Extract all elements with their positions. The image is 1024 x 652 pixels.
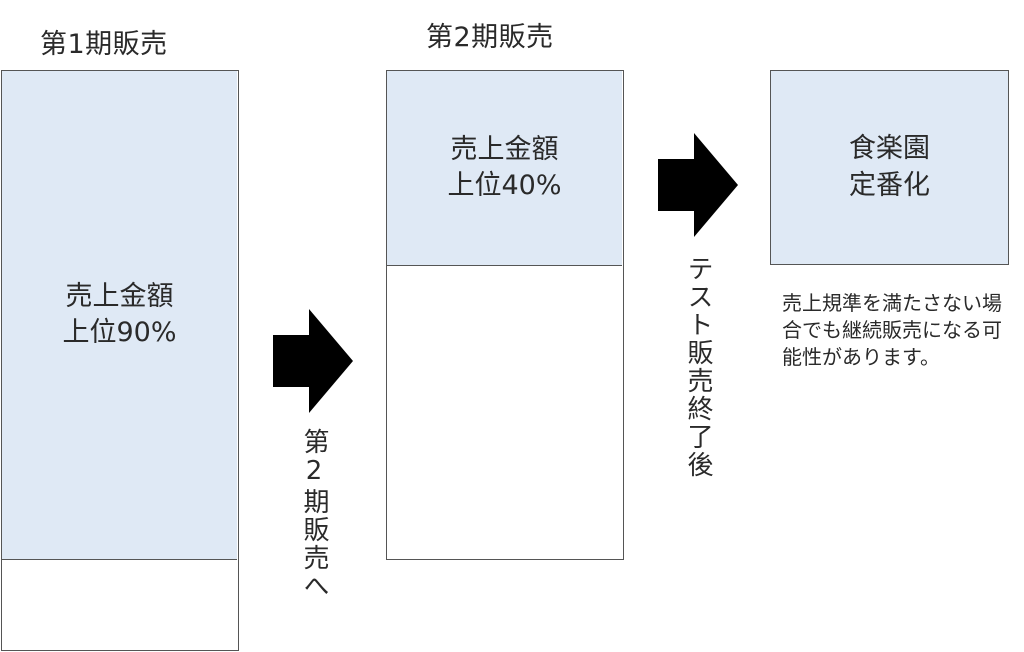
arrow2-label: テスト販売終了後: [683, 255, 713, 479]
stage3-box-line2: 定番化: [849, 169, 930, 201]
stage1-top90-block: 売上金額 上位90%: [2, 71, 237, 559]
stage1-title: 第1期販売: [40, 29, 168, 60]
stage2-remainder-block: [387, 265, 622, 558]
stage3-note: 売上規準を満たさない場合でも継続販売になる可能性があります。: [782, 291, 1002, 369]
arrow-right-icon: [273, 309, 353, 413]
stage1-box-line2: 上位90%: [62, 317, 177, 348]
stage1-column: 売上金額 上位90%: [1, 70, 239, 651]
arrow1-label: 第2期販売へ: [299, 428, 329, 600]
stage2-column: 売上金額 上位40%: [386, 70, 624, 560]
stage2-title: 第2期販売: [426, 22, 554, 53]
arrow-right-icon: [658, 133, 738, 237]
stage2-top40-block: 売上金額 上位40%: [387, 71, 622, 265]
stage1-box-line1: 売上金額: [65, 280, 174, 312]
stage2-box-line1: 売上金額: [450, 133, 559, 165]
stage2-box-line2: 上位40%: [447, 170, 562, 201]
stage3-box-line1: 食楽園: [849, 133, 930, 165]
stage3-box: 食楽園 定番化: [770, 70, 1009, 265]
stage1-remainder-block: [2, 559, 237, 649]
